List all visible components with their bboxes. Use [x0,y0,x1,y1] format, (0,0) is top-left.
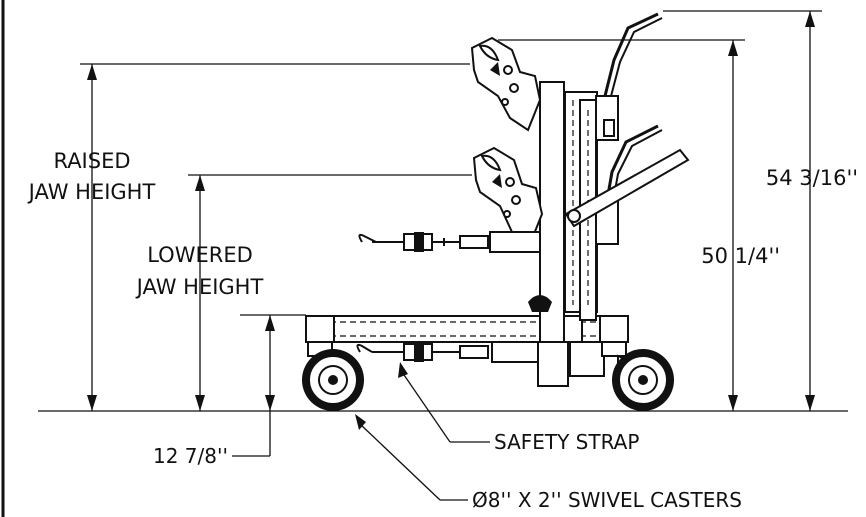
jack-body [302,12,690,411]
leader-casters [355,414,468,501]
upper-jaw [470,36,542,132]
upper-handle [602,12,659,101]
label-lowered-1: LOWERED [147,243,253,267]
caster-left [302,341,364,411]
label-raised-2: JAW HEIGHT [27,180,156,204]
dimension-base-height [232,314,306,457]
label-dim-base: 12 7/8'' [153,444,228,468]
caster-right [601,341,674,411]
dimension-raised-jaw-height [80,63,470,411]
dimension-lowered-jaw-height [188,174,472,411]
leader-safety-strap [398,362,490,443]
label-dim-raised: 50 1/4'' [701,244,780,268]
lower-jaw [472,146,544,246]
release-knob [528,295,552,312]
label-dim-overall: 54 3/16'' [766,166,858,190]
label-lowered-2: JAW HEIGHT [135,275,264,299]
label-raised-1: RAISED [53,149,130,173]
strap-ratchet-lower [356,341,541,363]
mast [539,81,565,383]
dimension-overall-height [663,10,822,411]
label-casters: Ø8'' X 2'' SWIVEL CASTERS [472,488,742,512]
label-safety-strap: SAFETY STRAP [494,430,639,454]
strap-ratchet-upper [358,231,541,253]
